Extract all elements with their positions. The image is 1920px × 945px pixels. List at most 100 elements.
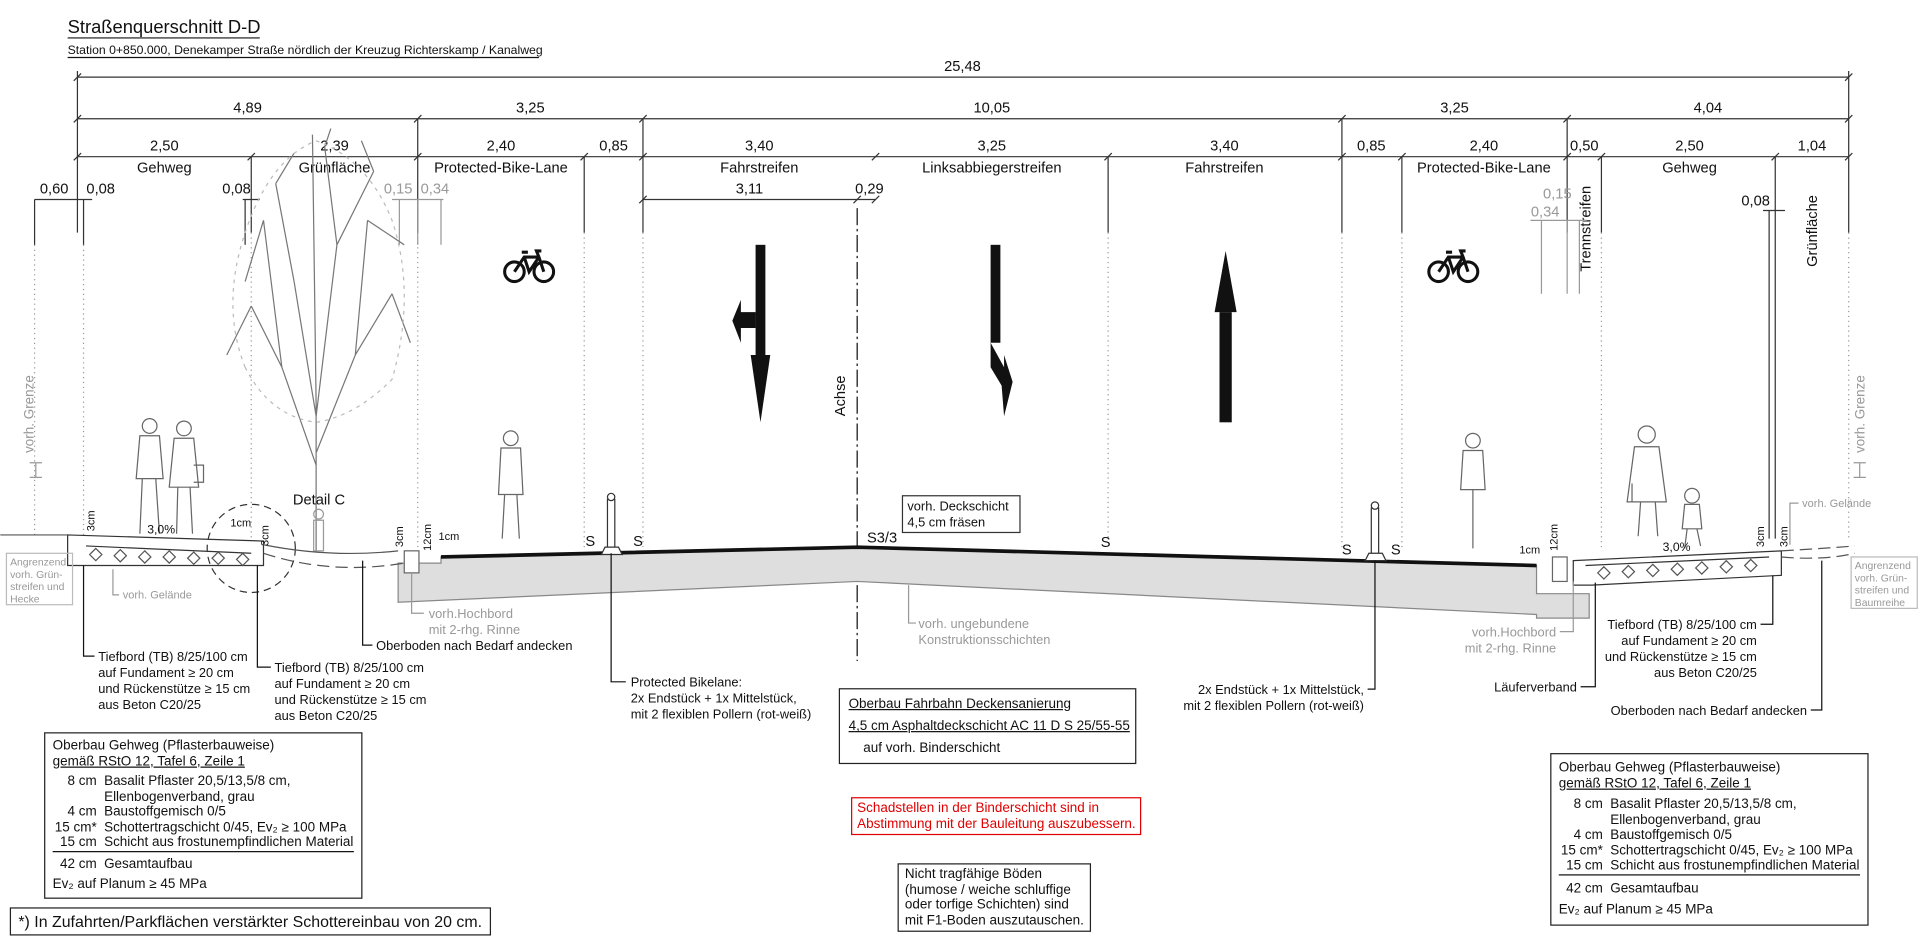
box-title: Oberbau Gehweg (Pflasterbauweise) (52, 738, 275, 754)
layer-desc: Basalit Pflaster 20,5/13,5/8 cm, (1610, 797, 1797, 812)
box-line: 4,5 cm Asphaltdeckschicht AC 11 D S 25/5… (848, 718, 1130, 734)
layer-desc: Schicht aus frostunempfindlichen Materia… (1610, 858, 1860, 874)
box-title: Oberbau Fahrbahn Deckensanierung (848, 696, 1071, 712)
dim-l4: 3,11 (736, 181, 763, 197)
dim-l4: 0,08 (1741, 194, 1770, 210)
dim-l2: 3,25 (1440, 101, 1469, 117)
extension-lines (33, 232, 1850, 551)
marking-s: S (1101, 535, 1111, 551)
adjacent-line: vorh. Grün- (1855, 573, 1908, 584)
layer-thickness: 8 cm (1573, 797, 1603, 812)
layer-thickness: 15 cm (60, 835, 97, 850)
total-desc: Gesamtaufbau (1610, 881, 1699, 896)
layer-desc: Baustoffgemisch 0/5 (104, 804, 226, 820)
road-section (397, 545, 1590, 619)
pedestrian-figures (135, 418, 1703, 552)
arrow-up-icon (1214, 250, 1237, 423)
adjacent-line: streifen und (10, 582, 65, 593)
note-line: vorh. Deckschicht (907, 498, 1009, 513)
dimension-chain-level2: 4,89 3,25 10,05 3,25 4,04 (73, 101, 1853, 233)
sidewalk-right (1572, 550, 1782, 586)
existing-curb-note-left: vorh.Hochbord mit 2-rhg. Rinne (410, 572, 520, 637)
zone-gehweg-right: Gehweg (1662, 161, 1717, 177)
warning-box: Schadstellen in der Binderschicht sind i… (851, 797, 1142, 836)
adjacent-line: Baumreihe (1855, 598, 1905, 609)
warning-line: Schadstellen in der Binderschicht sind i… (857, 800, 1100, 816)
box-ref: gemäß RStO 12, Tafel 6, Zeile 1 (1558, 775, 1751, 791)
box-title: Oberbau Gehweg (Pflasterbauweise) (1558, 760, 1781, 776)
dim-l3: 2,50 (1675, 139, 1704, 155)
gehweg-buildup-box-left: Oberbau Gehweg (Pflasterbauweise) gemäß … (44, 732, 362, 899)
layer-thickness: 4 cm (1573, 827, 1603, 843)
marking-s: S (1342, 543, 1352, 559)
soil-note-box: Nicht tragfähige Böden (humose / weiche … (897, 863, 1092, 932)
dim-l4: 0,29 (855, 181, 884, 197)
page-subtitle: Station 0+850.000, Denekamper Straße nör… (68, 43, 543, 57)
slope-label-right: 3,0% (1663, 540, 1691, 554)
soil-line: (humose / weiche schluffige (904, 882, 1071, 897)
dim-l2: 4,04 (1694, 101, 1723, 117)
zone-linksabbieger: Linksabbiegerstreifen (922, 161, 1061, 177)
layer-thickness: 15 cm (1566, 858, 1603, 874)
detail-c-circle (206, 503, 296, 594)
callout-line: 2x Endstück + 1x Mittelstück, (1198, 682, 1364, 697)
existing-curb-note-right: vorh.Hochbord mit 2-rhg. Rinne (1465, 581, 1574, 655)
zone-trennstreifen: Trennstreifen (1578, 186, 1594, 272)
callout-laeuferverband: Läuferverband (1494, 582, 1596, 695)
marking-s: S (1391, 543, 1401, 559)
bicycle-icon (503, 249, 556, 284)
box-ref: gemäß RStO 12, Tafel 6, Zeile 1 (52, 753, 245, 769)
adjacent-note-left: Angrenzend vorh. Grün- streifen und Heck… (5, 552, 74, 606)
dim-l4: 0,15 (1543, 186, 1572, 202)
note-line: vorh.Hochbord (429, 606, 513, 621)
dim-1cm: 1cm (1519, 544, 1540, 556)
layer-thickness: 8 cm (67, 773, 97, 789)
page-title: Straßenquerschnitt D-D (68, 16, 261, 37)
callout-line: Protected Bikelane: (631, 675, 742, 690)
lane-arrows (732, 244, 1237, 423)
dim-l3: 3,40 (1210, 139, 1239, 155)
planum-value: Ev₂ auf Planum ≥ 45 MPa (52, 876, 207, 892)
total-thickness: 42 cm (1566, 881, 1603, 896)
dim-l2: 10,05 (973, 101, 1010, 117)
callout-line: auf Fundament ≥ 20 cm (98, 665, 234, 680)
dim-3cm: 3cm (259, 525, 271, 546)
surface-milling-note: vorh. Deckschicht 4,5 cm fräsen (901, 495, 1021, 534)
zone-fahrstreifen-left: Fahrstreifen (720, 161, 798, 177)
dim-1cm: 1cm (230, 517, 251, 529)
slope-label-left: 3,0% (147, 523, 175, 537)
bicycle-icon (1427, 249, 1480, 284)
callout-line: und Rückenstütze ≥ 15 cm (275, 692, 427, 707)
zone-labels: Gehweg Grünfläche Protected-Bike-Lane Fa… (137, 161, 1821, 272)
dim-1cm: 1cm (439, 531, 460, 543)
dim-3cm: 3cm (1755, 526, 1767, 547)
dim-total: 25,48 (944, 59, 981, 75)
arrow-straight-left-icon (732, 244, 771, 423)
boundary-label-right: vorh. Grenze (1853, 375, 1868, 453)
dim-l4: 0,60 (40, 181, 69, 197)
callout-line: aus Beton C20/25 (98, 697, 201, 712)
callout-tiefbord-right: Tiefbord (TB) 8/25/100 cm auf Fundament … (1605, 575, 1774, 680)
dimension-chain-total: 25,48 (73, 59, 1853, 233)
callout-protected-bikelane-left: Protected Bikelane: 2x Endstück + 1x Mit… (610, 553, 811, 722)
centerline-axis: Achse (833, 208, 858, 662)
dim-l3: 2,50 (150, 139, 179, 155)
dim-l3: 2,39 (320, 139, 349, 155)
fahrbahn-buildup-box: Oberbau Fahrbahn Deckensanierung 4,5 cm … (838, 688, 1137, 765)
layer-desc: Schicht aus frostunempfindlichen Materia… (104, 835, 354, 850)
callout-line: Tiefbord (TB) 8/25/100 cm (98, 649, 247, 664)
gehweg-buildup-box-right: Oberbau Gehweg (Pflasterbauweise) gemäß … (1550, 753, 1869, 926)
zone-gruenflaeche-right: Grünfläche (1805, 195, 1821, 267)
dim-l2: 3,25 (516, 101, 545, 117)
axis-label: Achse (833, 375, 849, 416)
layer-thickness (53, 789, 104, 804)
dim-3cm: 3cm (394, 526, 406, 547)
callout-protected-bikelane-right: 2x Endstück + 1x Mittelstück, mit 2 flex… (1183, 560, 1376, 713)
callout-line: aus Beton C20/25 (275, 708, 378, 723)
callout-line: 2x Endstück + 1x Mittelstück, (631, 691, 797, 706)
dim-l3: 0,85 (599, 139, 628, 155)
boundary-label-left: vorh. Grenze (21, 375, 36, 453)
dim-l4: 0,08 (86, 181, 115, 197)
layer-desc: Schottertragschicht 0/45, Ev₂ ≥ 100 MPa (1610, 843, 1853, 858)
